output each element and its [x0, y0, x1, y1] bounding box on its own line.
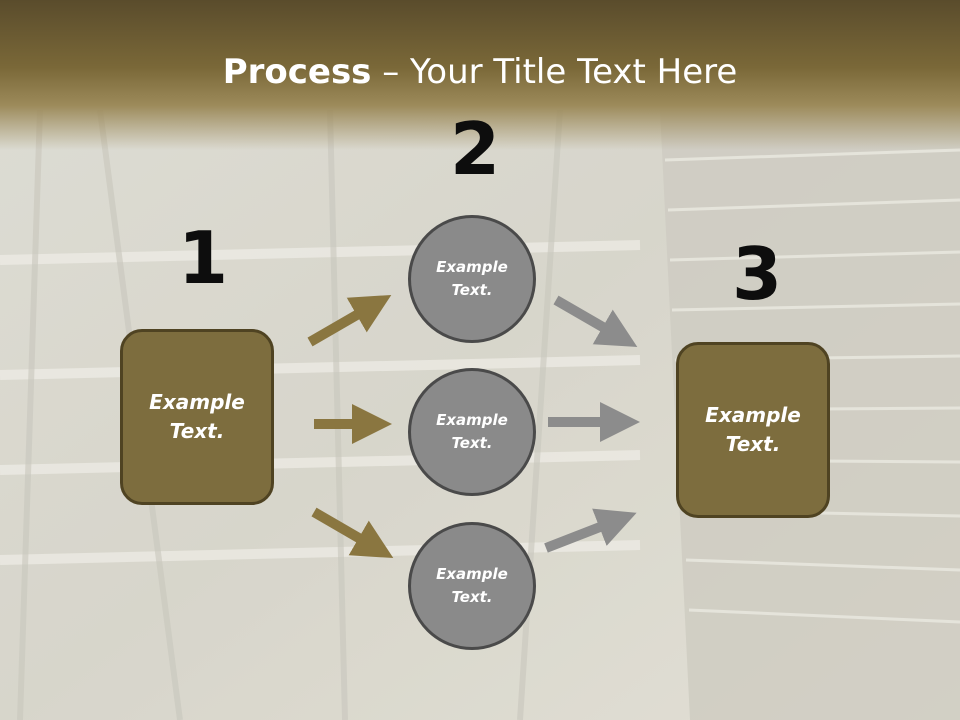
title-rest: – Your Title Text Here — [371, 52, 738, 92]
step-2-circle-top: Example Text. — [408, 215, 536, 343]
step-number-3: 3 — [732, 232, 783, 316]
arrow-top-to-3 — [553, 295, 638, 348]
circle-bottom-label: Example Text. — [436, 564, 508, 606]
step-number-1: 1 — [178, 216, 229, 300]
step-1-box: Example Text. — [120, 329, 274, 505]
slide-title: Process – Your Title Text Here — [0, 52, 960, 92]
circle-top-label: Example Text. — [436, 257, 508, 299]
arrow-1-to-top — [307, 294, 392, 347]
step-3-box: Example Text. — [676, 342, 830, 518]
arrow-1-to-bottom — [311, 507, 394, 559]
arrow-bottom-to-3 — [544, 508, 637, 553]
step-3-label: Example Text. — [705, 403, 801, 456]
step-number-2: 2 — [450, 107, 501, 191]
circle-middle-label: Example Text. — [436, 410, 508, 452]
title-bold: Process — [222, 52, 372, 92]
step-1-label: Example Text. — [149, 390, 245, 443]
title-bar — [0, 0, 960, 150]
step-2-circle-middle: Example Text. — [408, 368, 536, 496]
step-2-circle-bottom: Example Text. — [408, 522, 536, 650]
